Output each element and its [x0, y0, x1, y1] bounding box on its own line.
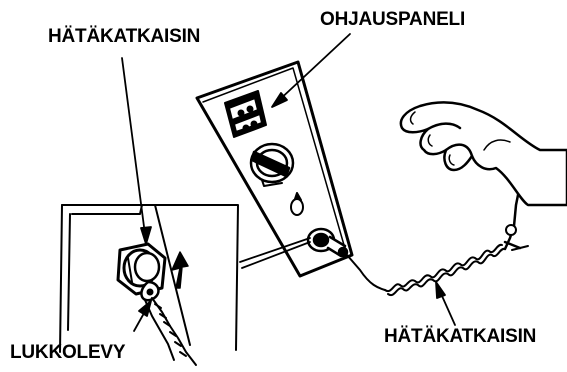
label-emergency-switch-top: HÄTÄKATKAISIN [48, 27, 200, 46]
label-control-panel: OHJAUSPANELI [320, 10, 465, 29]
control-panel [197, 62, 352, 276]
label-emergency-switch-bottom: HÄTÄKATKAISIN [384, 327, 536, 346]
toggle-switch [291, 193, 303, 215]
connector-cable [240, 238, 310, 268]
rotary-switch [251, 144, 293, 186]
label-lock-plate: LUKKOLEVY [10, 343, 125, 362]
coiled-cord [347, 190, 528, 295]
hand [401, 103, 567, 205]
indicator-lamps [225, 91, 266, 137]
